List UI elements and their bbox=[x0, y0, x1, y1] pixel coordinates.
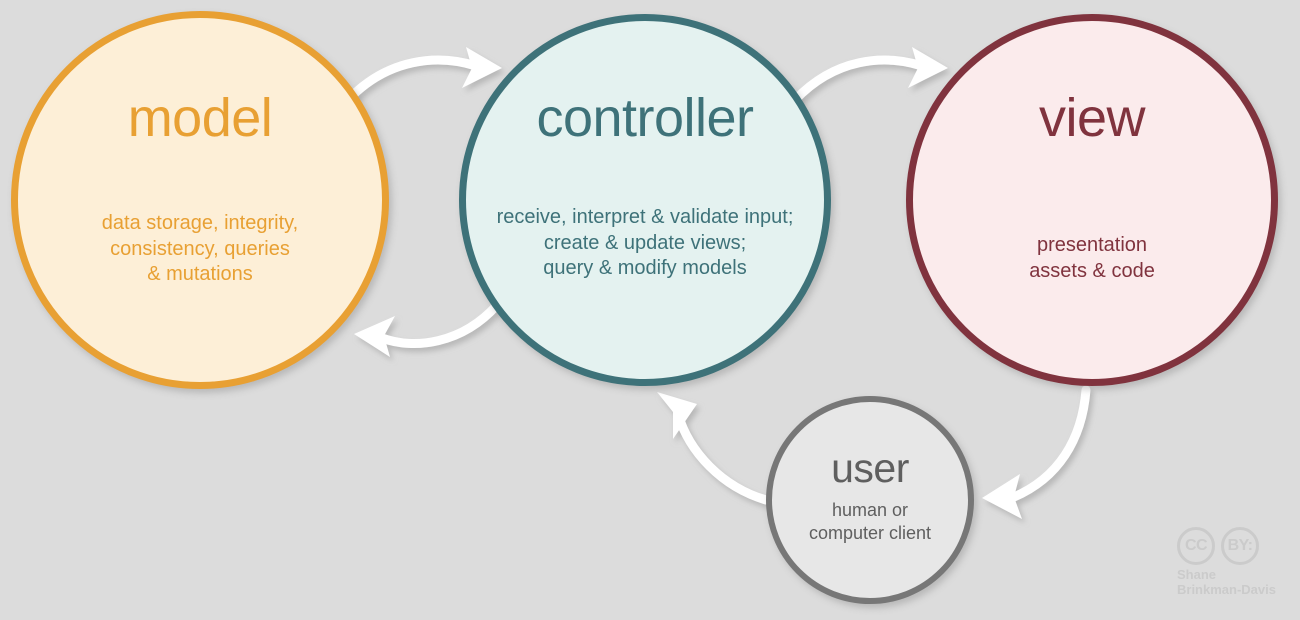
cc-badge-marks: CC BY: bbox=[1177, 527, 1289, 565]
node-model[interactable]: model data storage, integrity, consisten… bbox=[11, 11, 389, 389]
node-view-title: view bbox=[1038, 88, 1146, 148]
node-view[interactable]: view presentation assets & code bbox=[906, 14, 1278, 386]
arrow-model-to-controller bbox=[343, 47, 502, 105]
arrow-user-to-controller bbox=[657, 392, 771, 505]
node-controller-description: receive, interpret & validate input; cre… bbox=[496, 206, 794, 280]
node-controller[interactable]: controller receive, interpret & validate… bbox=[459, 14, 831, 386]
node-model-title: model bbox=[127, 88, 273, 148]
node-controller-title: controller bbox=[536, 88, 754, 148]
arrow-controller-to-model bbox=[354, 300, 502, 357]
node-user-description: human or computer client bbox=[808, 500, 932, 544]
creative-commons-badge: CC BY: Shane Brinkman-Davis bbox=[1177, 527, 1289, 607]
author-attribution: Shane Brinkman-Davis bbox=[1177, 567, 1276, 597]
node-view-description: presentation assets & code bbox=[1029, 234, 1155, 282]
creative-commons-icon: CC bbox=[1177, 527, 1215, 565]
node-model-description: data storage, integrity, consistency, qu… bbox=[101, 212, 299, 286]
arrow-view-to-user bbox=[982, 385, 1091, 519]
cc-by-icon: BY: bbox=[1221, 527, 1259, 565]
arrow-controller-to-view bbox=[790, 47, 948, 105]
node-user[interactable]: user human or computer client bbox=[766, 396, 974, 604]
node-user-title: user bbox=[831, 445, 909, 491]
